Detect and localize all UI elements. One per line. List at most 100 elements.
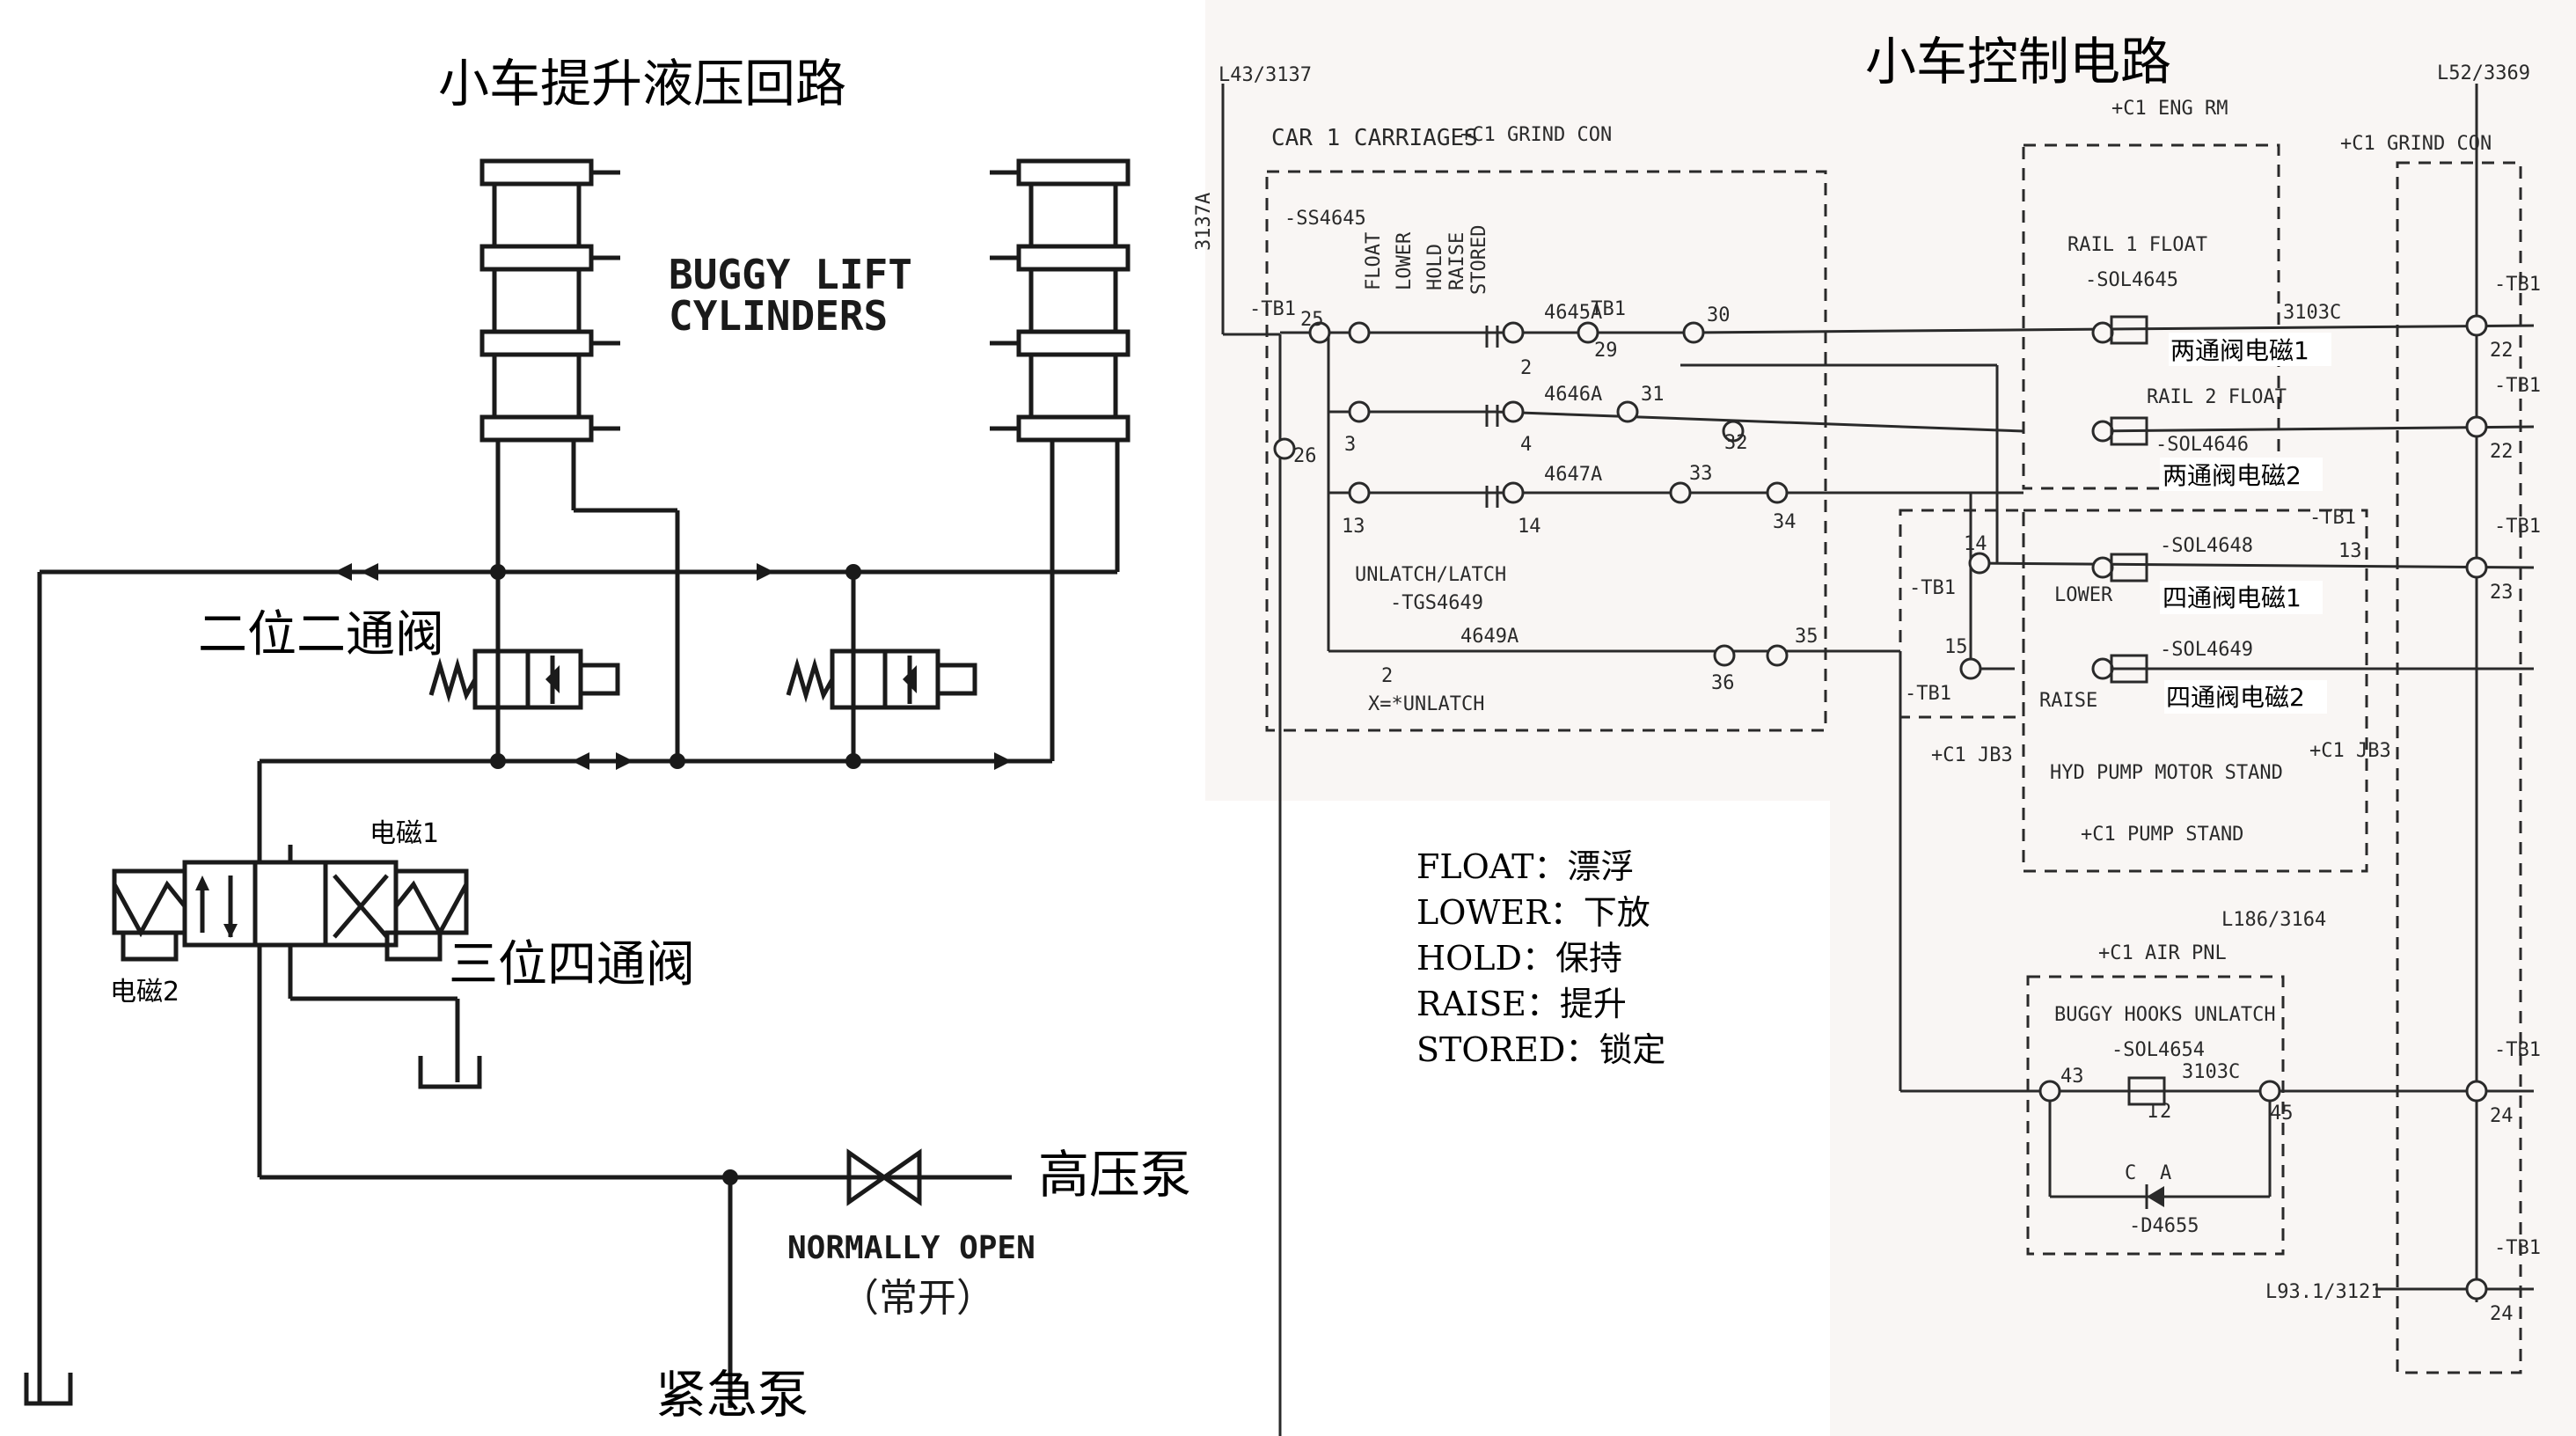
legend-float: FLOAT：漂浮	[1416, 847, 1634, 886]
raise-label: RAISE	[2039, 690, 2097, 712]
tb1-d: -TB1	[1905, 683, 1951, 705]
term-45: 45	[2270, 1103, 2294, 1125]
scan-background-lower	[1830, 801, 2576, 1436]
sol4649-label: -SOL4649	[2160, 639, 2253, 661]
term-25: 25	[1300, 309, 1324, 331]
wire-3137a: 3137A	[1193, 193, 1215, 251]
pos-lower: LOWER	[1394, 231, 1416, 290]
two-way-valve-2	[786, 648, 977, 710]
car-carriages-label: CAR 1 CARRIAGES	[1271, 125, 1478, 151]
right-cylinder-stack	[990, 158, 1131, 761]
tank-right	[418, 1056, 482, 1089]
scan-background	[1205, 0, 2576, 801]
ann-2way2: 两通阀电磁2	[2163, 461, 2302, 490]
ref3103c-a: 3103C	[2182, 1061, 2240, 1083]
term-32: 32	[1724, 432, 1748, 454]
rail2-float-label: RAIL 2 FLOAT	[2147, 386, 2287, 408]
normally-open-label: NORMALLY OPEN	[787, 1230, 1036, 1266]
hydraulic-circuit	[24, 158, 1131, 1408]
term-14r: 14	[1964, 533, 1987, 555]
tb1-c: -TB1	[1909, 577, 1956, 599]
four-way-valve-label: 三位四通阀	[449, 936, 695, 993]
term-15r: 15	[1944, 636, 1968, 658]
high-pressure-pump-label: 高压泵	[1038, 1145, 1191, 1205]
diode-c: C	[2125, 1162, 2136, 1184]
tb1-g: -TB1	[2494, 375, 2541, 397]
solenoid2-label: 电磁2	[110, 977, 179, 1007]
top-left-ref: L43/3137	[1218, 64, 1312, 86]
pos-float: FLOAT	[1363, 232, 1385, 290]
grind-con-right-label: +C1 GRIND CON	[2340, 133, 2492, 155]
sol4646-label: -SOL4646	[2155, 434, 2249, 456]
legend-raise: RAISE：提升	[1416, 985, 1627, 1023]
sol4654-label: -SOL4654	[2111, 1039, 2205, 1061]
tb1-b: -TB1	[1579, 298, 1626, 320]
term-24a: 24	[2490, 1105, 2514, 1127]
tgs-pin-2: 2	[1381, 665, 1393, 687]
legend: FLOAT：漂浮 LOWER：下放 HOLD：保持 RAISE：提升 STORE…	[1416, 847, 1665, 1069]
l186-label: L186/3164	[2221, 909, 2326, 931]
rail1-float-label: RAIL 1 FLOAT	[2067, 234, 2207, 256]
emergency-pump-label: 紧急泵	[655, 1365, 809, 1425]
normally-open-valve	[846, 1148, 1012, 1206]
term-14: 14	[1518, 516, 1541, 538]
tb1-f: -TB1	[2494, 274, 2541, 296]
jb3-left-label: +C1 JB3	[1931, 744, 2013, 766]
flow-arrows	[334, 563, 1012, 770]
term-30: 30	[1707, 304, 1731, 326]
terminals	[1273, 314, 2488, 1300]
air-pnl-box	[2026, 975, 2285, 1256]
control-title: 小车控制电路	[1865, 32, 2171, 92]
eng-rm-label: +C1 ENG RM	[2111, 98, 2228, 120]
legend-lower: LOWER：下放	[1416, 893, 1650, 932]
term-22b: 22	[2490, 441, 2514, 463]
hydraulic-title: 小车提升液压回路	[438, 54, 846, 114]
four-way-valve	[112, 860, 469, 962]
jb3-right-label: +C1 JB3	[2309, 740, 2391, 762]
ann-2way2-bg	[2160, 458, 2323, 491]
left-cylinder-stack	[479, 158, 680, 761]
pump-stand-label: +C1 PUMP STAND	[2081, 824, 2243, 846]
pos-hold: HOLD	[1424, 244, 1446, 290]
two-way-valve-1	[428, 648, 620, 710]
tb1-i: -TB1	[2494, 1039, 2541, 1061]
tb1-j: -TB1	[2494, 1237, 2541, 1259]
annotation-labels: 两通阀电磁1 两通阀电磁2 四通阀电磁1 四通阀电磁2	[2160, 333, 2331, 714]
d4655-label: -D4655	[2129, 1215, 2199, 1237]
sol-pin-1: 1	[2147, 1101, 2158, 1123]
term-33: 33	[1689, 463, 1713, 485]
cylinders-label-line1: BUGGY LIFT	[669, 251, 912, 298]
sol4645-label: -SOL4645	[2085, 269, 2178, 291]
term-34: 34	[1773, 511, 1797, 533]
unlatch-latch-label: UNLATCH/LATCH	[1355, 564, 1506, 586]
term-22a: 22	[2490, 340, 2514, 362]
wire-4645a: 4645A	[1544, 302, 1602, 324]
term-4: 4	[1520, 434, 1532, 456]
tb1-h: -TB1	[2494, 516, 2541, 538]
lower-label: LOWER	[2054, 584, 2113, 606]
term-3: 3	[1344, 434, 1356, 456]
l93-label: L93.1/3121	[2265, 1281, 2382, 1303]
junction-dots	[490, 564, 861, 1185]
pos-raise: RAISE	[1446, 232, 1468, 290]
wire-4646a: 4646A	[1544, 384, 1602, 406]
legend-stored: STORED：锁定	[1416, 1030, 1665, 1069]
switch-ss-label: -SS4645	[1284, 208, 1366, 230]
term-43: 43	[2060, 1066, 2084, 1088]
grind-con-label: +C1 GRIND CON	[1460, 124, 1612, 146]
solenoid-coils	[2110, 315, 2166, 1209]
term-23: 23	[2490, 582, 2514, 604]
term-24b: 24	[2490, 1303, 2514, 1325]
eng-rm-box	[2022, 143, 2280, 490]
grind-con-right-box	[2396, 161, 2522, 1374]
ann-2way1-bg	[2169, 333, 2331, 366]
ann-4way1: 四通阀电磁1	[2163, 583, 2302, 612]
ref3103c-b: 3103C	[2283, 302, 2341, 324]
term-36: 36	[1711, 672, 1735, 694]
ann-2way1: 两通阀电磁1	[2170, 336, 2309, 365]
control-labels: 小车控制电路 L43/3137 L52/3369 CAR 1 CARRIAGES…	[1193, 32, 2541, 1325]
solenoid1-label: 电磁1	[370, 818, 439, 849]
term-13r: 13	[2338, 540, 2362, 562]
